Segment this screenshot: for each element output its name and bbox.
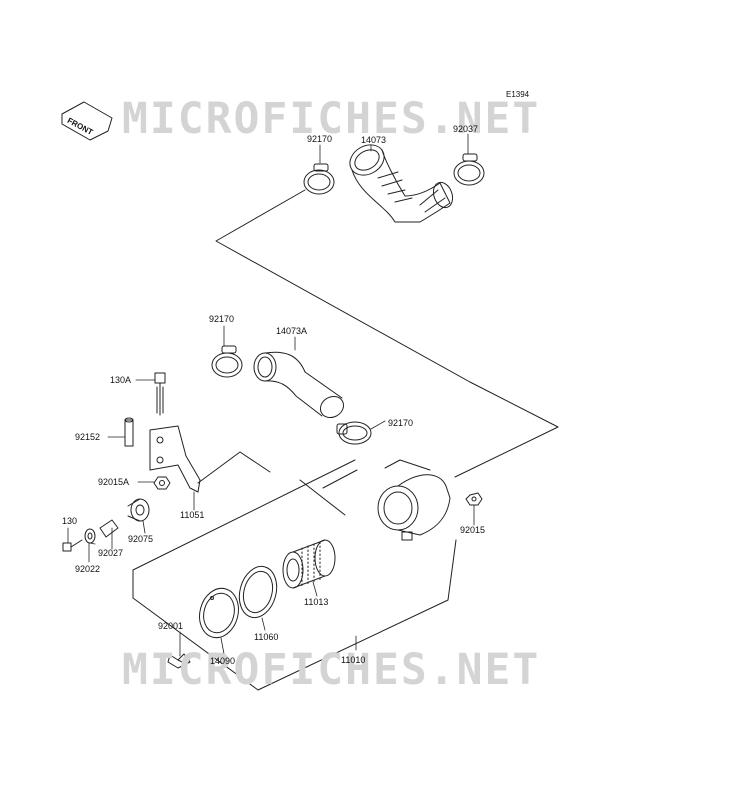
- part-label-11060[interactable]: 11060: [254, 632, 279, 642]
- collar-92027[interactable]: [99, 519, 119, 538]
- clamp-92037[interactable]: [453, 153, 485, 186]
- nut-92015A[interactable]: [153, 476, 171, 490]
- part-label-92001[interactable]: 92001: [158, 621, 184, 631]
- nut-92015[interactable]: [465, 492, 483, 506]
- cover-14090[interactable]: [194, 584, 244, 642]
- filter-element-11013[interactable]: [282, 539, 336, 589]
- clamp-92170-top[interactable]: [303, 163, 335, 195]
- part-label-92152[interactable]: 92152: [75, 432, 101, 442]
- part-label-11051[interactable]: 11051: [180, 510, 205, 520]
- part-label-130A[interactable]: 130A: [110, 375, 132, 385]
- gasket-11060[interactable]: [234, 562, 282, 622]
- front-arrow-icon: [61, 101, 113, 141]
- duct-14073[interactable]: [344, 139, 455, 223]
- washer-92022[interactable]: [84, 528, 96, 544]
- part-label-92015[interactable]: 92015: [460, 525, 486, 535]
- clamp-92170-mid[interactable]: [211, 345, 243, 378]
- part-label-14073A[interactable]: 14073A: [276, 326, 308, 336]
- part-label-130[interactable]: 130: [62, 516, 78, 526]
- clamp-92170-right[interactable]: [336, 421, 372, 445]
- part-label-14073[interactable]: 14073: [361, 135, 387, 145]
- bolt-130[interactable]: [62, 539, 83, 552]
- air-box-case[interactable]: [377, 459, 451, 541]
- watermark-bottom: MICROFICHES.NET: [122, 645, 541, 695]
- part-label-92022[interactable]: 92022: [75, 564, 101, 574]
- part-label-14090[interactable]: 14090: [210, 656, 236, 666]
- bolt-130A[interactable]: [154, 372, 166, 416]
- part-label-11013[interactable]: 11013: [304, 597, 329, 607]
- grommet-92075[interactable]: [127, 498, 150, 522]
- part-label-92015A[interactable]: 92015A: [98, 477, 130, 487]
- part-label-92170-mid[interactable]: 92170: [209, 314, 235, 324]
- bracket-11051[interactable]: [149, 425, 201, 493]
- part-label-92170-top[interactable]: 92170: [307, 134, 333, 144]
- part-label-92075[interactable]: 92075: [128, 534, 154, 544]
- wing-bolt-92001[interactable]: [167, 653, 191, 669]
- part-label-92027[interactable]: 92027: [98, 548, 124, 558]
- watermark-top: MICROFICHES.NET: [122, 94, 541, 144]
- assembly-outline: [132, 189, 559, 691]
- part-label-92037[interactable]: 92037: [453, 124, 479, 134]
- collar-92152[interactable]: [124, 417, 134, 447]
- hose-14073A[interactable]: [253, 351, 347, 421]
- part-label-92170-right[interactable]: 92170: [388, 418, 414, 428]
- part-label-11010[interactable]: 11010: [341, 655, 366, 665]
- leader-lines: [67, 133, 475, 657]
- diagram-code: E1394: [506, 90, 530, 99]
